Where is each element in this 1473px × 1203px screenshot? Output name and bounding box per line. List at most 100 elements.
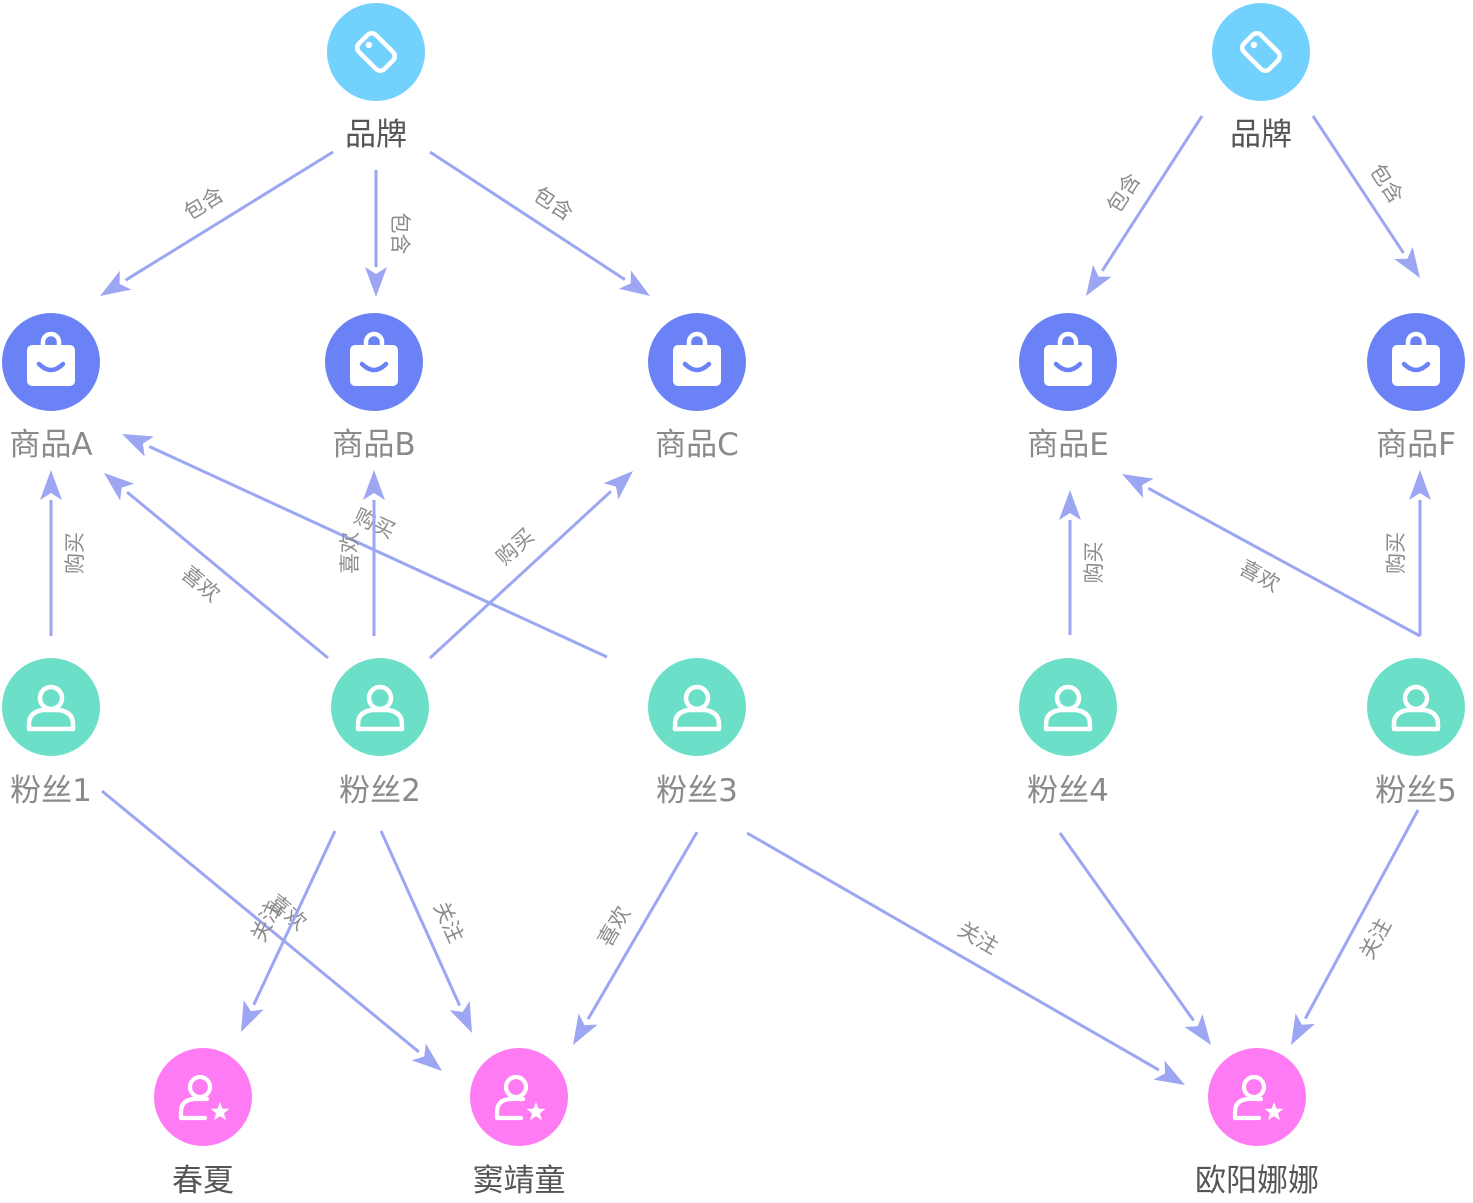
edge-line [746,831,1160,1072]
fan-5-node[interactable]: 粉丝5 [1367,658,1465,809]
user-icon [672,684,722,732]
edge-label: 购买 [1082,542,1106,584]
edge-fan-1-product-a: 购买 [40,470,87,636]
edge-line [1100,115,1204,272]
arrowhead [1122,474,1154,498]
edge-label: 喜欢 [1235,556,1283,597]
arrowhead [1059,490,1081,520]
fan-3-node[interactable]: 粉丝3 [648,658,746,809]
edge-fan-2-product-a: 喜欢 [104,473,329,660]
tag-icon [355,31,397,73]
edge-line [586,831,699,1020]
edge-line [124,150,334,282]
edge-line [1058,832,1195,1022]
edge-fan-5-product-e: 喜欢 [1122,474,1421,638]
product-f-node[interactable]: 商品F [1367,313,1465,463]
edge-fan-2-product-b: 喜欢 [338,470,385,636]
edge-label: 包含 [1365,160,1408,208]
edges-layer: 包含包含包含包含包含购买喜欢购买喜欢购买购买喜欢购买喜欢关注关注喜欢关注关注 [40,115,1431,1085]
arrowhead [603,471,633,500]
arrowhead [241,1000,264,1032]
fan-1-node[interactable]: 粉丝1 [2,658,100,809]
edge-line [252,830,337,1006]
edge-line [1147,487,1421,638]
product-e-node[interactable]: 商品E [1019,313,1117,463]
edge-brand-2-product-f: 包含 [1311,115,1420,278]
arrowhead [449,1001,472,1033]
tag-icon [1240,31,1282,73]
user-icon [355,684,405,732]
edge-line [428,490,612,660]
product-a-label: 商品A [9,427,92,463]
edge-label: 包含 [388,213,412,255]
arrowhead [411,1043,442,1071]
edge-line [148,445,608,659]
shopping-bag-icon [1392,331,1440,386]
celebrity-2-node[interactable]: 窦靖童 [470,1048,568,1199]
brand-2-label: 品牌 [1230,117,1292,153]
celebrity-1-label: 春夏 [172,1163,234,1199]
arrowhead [618,270,650,296]
celebrity-1-node[interactable]: 春夏 [154,1048,252,1199]
edge-label: 包含 [180,182,228,224]
edge-brand-1-product-b: 包含 [365,170,412,297]
brand-circle [327,3,425,101]
arrowhead [104,473,135,501]
arrowhead [1184,1014,1211,1045]
brand-2-node[interactable]: 品牌 [1212,3,1310,153]
arrowhead [1409,470,1431,500]
edge-fan-5-celebrity-3: 关注 [1291,809,1420,1045]
shopping-bag-icon [350,331,398,386]
celebrity-3-node[interactable]: 欧阳娜娜 [1195,1048,1319,1199]
edge-fan-3-celebrity-3: 关注 [746,831,1185,1085]
fan-1-label: 粉丝1 [10,773,92,809]
edge-brand-1-product-a: 包含 [100,150,334,296]
product-a-node[interactable]: 商品A [2,313,100,463]
arrowhead [363,470,385,500]
brand-1-node[interactable]: 品牌 [327,3,425,153]
fan-4-label: 粉丝4 [1027,773,1109,809]
product-c-label: 商品C [655,427,739,463]
star-user-icon [178,1074,230,1121]
edge-label: 喜欢 [593,902,635,950]
arrowhead [1153,1060,1185,1085]
edge-label: 关注 [429,898,468,946]
star-user-icon [494,1074,546,1121]
arrowhead [40,470,62,500]
fan-4-node[interactable]: 粉丝4 [1019,658,1117,809]
arrowhead [100,270,132,296]
product-b-node[interactable]: 商品B [325,313,423,463]
user-icon [1043,684,1093,732]
arrowhead [1291,1013,1315,1045]
product-c-node[interactable]: 商品C [648,313,746,463]
arrowhead [573,1013,598,1045]
arrowhead [122,434,154,457]
edge-line [379,830,462,1007]
fan-3-label: 粉丝3 [656,773,738,809]
shopping-bag-icon [1044,331,1092,386]
edge-line [429,150,626,281]
celebrity-3-label: 欧阳娜娜 [1195,1163,1319,1199]
edge-line [1303,809,1420,1020]
edge-fan-2-celebrity-2: 关注 [379,830,472,1033]
shopping-bag-icon [27,331,75,386]
fan-2-node[interactable]: 粉丝2 [331,658,429,809]
edge-label: 关注 [1355,915,1396,963]
edge-brand-2-product-e: 包含 [1086,115,1204,296]
star-user-icon [1232,1074,1284,1121]
edge-fan-4-product-e: 购买 [1059,490,1106,635]
edge-line [126,490,329,660]
edge-label: 包含 [529,182,577,225]
edge-label: 购买 [1384,532,1408,574]
edge-fan-4-celebrity-3 [1058,832,1211,1045]
arrowhead [1086,264,1112,296]
product-b-label: 商品B [332,427,415,463]
arrowhead [1394,246,1420,278]
product-f-label: 商品F [1376,427,1456,463]
brand-circle [1212,3,1310,101]
user-icon [26,684,76,732]
edge-fan-5-product-f: 购买 [1384,470,1431,636]
edge-fan-2-product-c: 购买 [428,471,633,660]
